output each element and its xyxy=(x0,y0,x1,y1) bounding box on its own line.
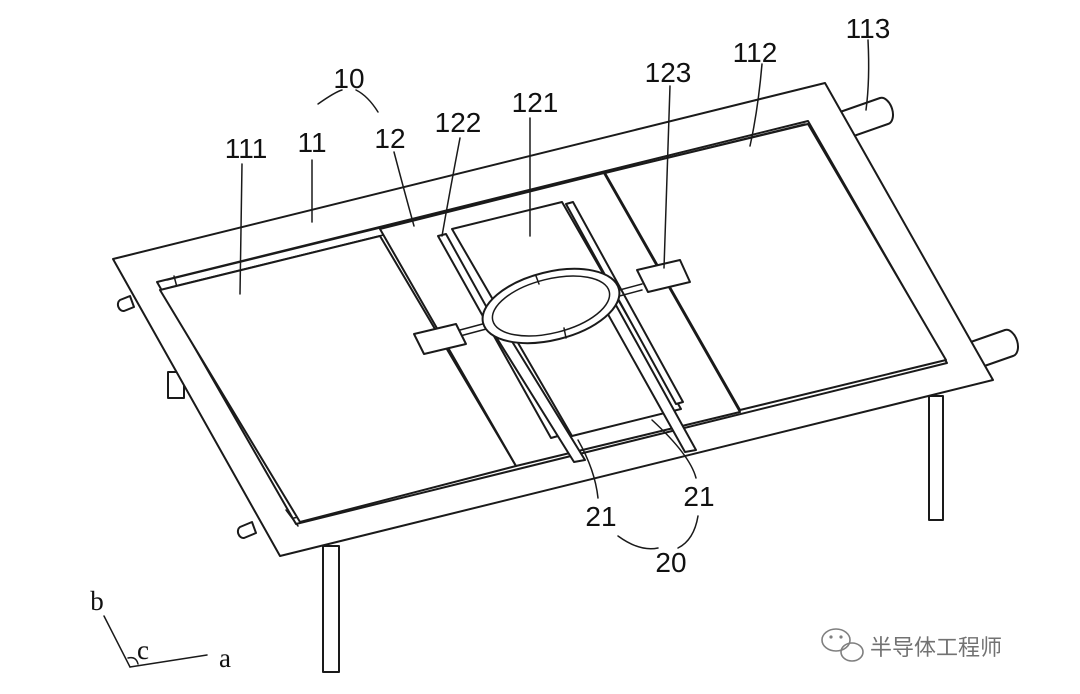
label-21-right: 21 xyxy=(683,481,714,512)
label-111: 111 xyxy=(225,133,268,164)
label-21-left: 21 xyxy=(585,501,616,532)
leader-21-right xyxy=(651,419,697,479)
leader-10-right xyxy=(355,89,379,113)
label-122: 122 xyxy=(435,107,482,138)
ring-tick-1 xyxy=(535,275,540,285)
leader-122 xyxy=(441,137,461,237)
axis-label-b: b xyxy=(90,586,104,616)
leader-21-left xyxy=(577,439,599,499)
leader-20-left xyxy=(617,535,659,550)
ring-inner xyxy=(491,275,611,337)
clamp-block-left xyxy=(413,323,467,355)
leader-10-left xyxy=(317,89,343,105)
ring xyxy=(481,267,621,345)
leader-20-right xyxy=(677,515,699,549)
leader-111 xyxy=(239,163,243,295)
leader-12 xyxy=(393,151,415,227)
leader-lines xyxy=(239,39,870,550)
label-123: 123 xyxy=(645,57,692,88)
label-121: 121 xyxy=(512,87,559,118)
rod-back-right xyxy=(839,96,895,139)
ring-outer xyxy=(481,267,621,345)
label-11: 11 xyxy=(297,127,326,158)
label-20: 20 xyxy=(655,547,686,578)
clamp-assembly xyxy=(413,259,691,355)
rail-tick-front xyxy=(285,509,299,527)
axis-label-a: a xyxy=(219,643,231,673)
axis-label-c: c xyxy=(137,635,149,665)
reference-labels: 10 11 12 111 122 121 123 112 113 21 21 2… xyxy=(225,13,891,578)
leader-112 xyxy=(749,63,763,147)
leg-right xyxy=(928,395,944,521)
ring-tick-2 xyxy=(563,327,567,339)
watermark: 半导体工程师 xyxy=(821,628,1002,662)
axis-c-arc xyxy=(127,656,139,665)
rod-stub-front xyxy=(236,521,257,539)
label-112: 112 xyxy=(733,37,778,68)
watermark-text: 半导体工程师 xyxy=(870,636,1002,661)
label-113: 113 xyxy=(846,13,891,44)
label-12: 12 xyxy=(374,123,405,154)
label-10: 10 xyxy=(333,63,364,94)
leader-113 xyxy=(865,39,870,111)
clamp-block-123 xyxy=(636,259,691,293)
leg-front xyxy=(322,545,340,673)
axis-triad: b c a xyxy=(90,586,231,673)
axis-b-line xyxy=(103,615,131,668)
axis-a-line xyxy=(129,654,208,668)
leader-123 xyxy=(663,85,671,269)
rods-113 xyxy=(116,96,1020,539)
outer-frame-11 xyxy=(112,82,994,557)
rod-stub-left xyxy=(116,295,135,312)
guide-slot-right xyxy=(565,201,684,405)
wechat-icon xyxy=(821,628,864,662)
